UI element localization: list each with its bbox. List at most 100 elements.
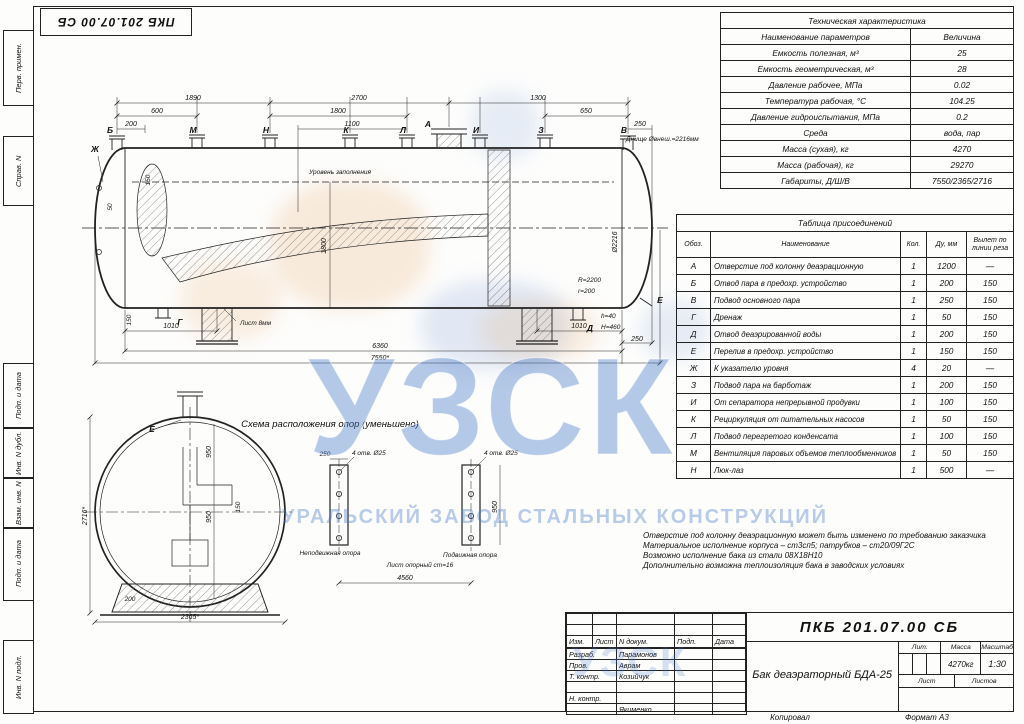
- nozzle-letter-d: Д: [586, 323, 593, 333]
- sheet-label: Лист: [899, 675, 956, 687]
- conn-name: Подвод пара на барботаж: [710, 376, 901, 394]
- tech-param-name: Масса (сухая), кг: [720, 140, 911, 157]
- tech-col-value: Величина: [909, 28, 1015, 45]
- tech-param-name: Емкость полезная, м³: [720, 44, 911, 61]
- conn-du: 150: [926, 342, 967, 360]
- conn-offset: 150: [965, 342, 1015, 360]
- leader-lines: [97, 155, 237, 322]
- dim-1890: 1890: [185, 95, 201, 102]
- sign-date: [712, 692, 747, 704]
- dim-ticks-top: [114, 100, 631, 119]
- dim-250: 250: [633, 121, 646, 128]
- conn-mark: З: [676, 376, 711, 394]
- tech-param-name: Габариты, Д/Ш/В: [720, 172, 911, 189]
- dim-r2200: R=2200: [578, 277, 601, 284]
- conn-du: 1200: [926, 257, 967, 275]
- dim-1010: 1010: [163, 323, 179, 330]
- nozzle-letter-k: К: [343, 125, 349, 135]
- tech-param-value: 7550/2365/2716: [909, 172, 1015, 189]
- title-block-meta: Лит. Масса Масштаб 4270кг 1:30 Лист Лист…: [899, 641, 1013, 711]
- conn-name: Рециркуляция от питательных насосов: [710, 410, 901, 428]
- conn-offset: 150: [965, 376, 1015, 394]
- margin-label-vzam-inv: Взам. инв. N: [3, 477, 34, 529]
- notes: Отверстие под колонну деаэрационную може…: [643, 531, 1014, 571]
- col-podp: Подп.: [674, 635, 713, 648]
- nozzle-letter-e: Е: [149, 424, 155, 434]
- shell-label: Лист 8мм: [239, 320, 272, 327]
- margin-label-sprav-n: Справ. N: [3, 136, 34, 206]
- doc-number: ПКБ 201.07.00 СБ: [746, 613, 1013, 642]
- internal-channel: [161, 213, 489, 283]
- conn-offset: 150: [965, 427, 1015, 445]
- sheets-label: Листов: [971, 677, 997, 685]
- conn-qty: 1: [900, 393, 927, 411]
- conn-offset: 150: [965, 410, 1015, 428]
- col-data: Дата: [712, 635, 747, 648]
- doc-code-stamp-text: ПКБ 201.07.00 СБ: [57, 15, 175, 29]
- org-cell: [899, 688, 1013, 711]
- nozzle-letter-e: Е: [657, 295, 663, 305]
- dim-600: 600: [151, 108, 163, 115]
- conn-header: Ду, мм: [926, 231, 967, 258]
- tech-table: Техническая характеристика Наименование …: [719, 12, 1015, 189]
- conn-du: 50: [926, 410, 967, 428]
- conn-name: Подвод основного пара: [710, 291, 901, 309]
- conn-offset: 150: [965, 308, 1015, 326]
- conn-mark: К: [676, 410, 711, 428]
- copied-label: Копировал: [770, 713, 810, 722]
- nozzle-letter-g: Г: [177, 317, 183, 327]
- conn-qty: 1: [900, 308, 927, 326]
- dim-6360: 6360: [372, 343, 388, 350]
- tech-param-value: 4270: [909, 140, 1015, 157]
- conn-name: Подвод перегретого конденсата: [710, 427, 901, 445]
- sign-date: [712, 659, 747, 671]
- dim-1800-vert: 1800: [321, 238, 328, 254]
- conn-mark: Д: [676, 325, 711, 343]
- top-nozzles: [109, 134, 636, 150]
- note-text: Отверстие под колонну деаэрационную може…: [643, 531, 986, 540]
- conn-qty: 1: [900, 376, 927, 394]
- conn-qty: 4: [900, 359, 927, 377]
- base-sheet-label: Лист опорный ст=16: [386, 561, 454, 569]
- margin-label-podp-data-2: Подп. и дата: [3, 527, 34, 601]
- dim-950: 950: [206, 511, 213, 523]
- dim-50: 50: [107, 203, 114, 211]
- dim-h460: Н=460: [601, 324, 621, 331]
- nozzle-letter-m: М: [189, 125, 197, 135]
- lit-cell: [927, 654, 942, 674]
- conn-name: Отверстие под колонну деаэрационную: [710, 257, 901, 275]
- dim-2716: 2716*: [82, 507, 89, 527]
- conn-qty: 1: [900, 342, 927, 360]
- conn-qty: 1: [900, 461, 927, 479]
- conn-name: К указателю уровня: [710, 359, 901, 377]
- conn-offset: —: [965, 257, 1015, 275]
- conn-qty: 1: [900, 291, 927, 309]
- dim-ticks-bottom: [92, 328, 663, 366]
- column-flange: [431, 128, 467, 148]
- sign-name: Якименко: [616, 703, 675, 715]
- note-text: Возможно исполнение бака из стали 08Х18Н…: [643, 551, 823, 560]
- conn-offset: 150: [965, 393, 1015, 411]
- nozzle-letter-n: Н: [263, 125, 270, 135]
- mass-value: 4270кг: [941, 654, 982, 674]
- conn-qty: 1: [900, 257, 927, 275]
- dim-150: 150: [145, 174, 152, 185]
- conn-du: 20: [926, 359, 967, 377]
- conn-header: Наименование: [710, 231, 901, 258]
- sign-signature: [674, 703, 713, 715]
- conn-header: Кол.: [900, 231, 927, 258]
- end-dim-lines: [89, 417, 285, 623]
- dim-h40: h=40: [601, 313, 616, 320]
- conn-qty: 1: [900, 274, 927, 292]
- dim-150: 150: [126, 314, 133, 325]
- watermark-logo: УЗСК: [308, 330, 677, 484]
- dim-200: 200: [124, 596, 136, 603]
- sign-role: [566, 703, 617, 715]
- title-block-signatures: Изм. Лист N докум. Подп. Дата Разраб. Па…: [566, 613, 747, 715]
- end-dim-ticks: [87, 414, 288, 625]
- tech-param-value: вода, пар: [909, 124, 1015, 141]
- conn-mark: Ж: [676, 359, 711, 377]
- margin-label-inv-dubl: Инв. N дубл.: [3, 427, 34, 479]
